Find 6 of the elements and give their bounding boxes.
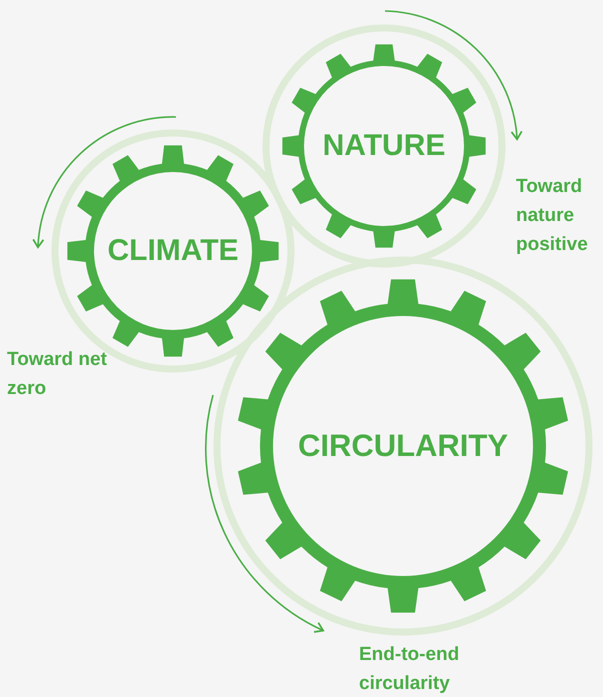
gear-label: CIRCULARITY [298,428,508,463]
caption-text: Toward net zero [7,348,108,401]
gear-label: NATURE [322,129,446,162]
caption-text: End-to-end circularity [359,643,460,696]
gear-label: CLIMATE [107,234,239,267]
caption-text: Toward nature positive [516,175,589,257]
